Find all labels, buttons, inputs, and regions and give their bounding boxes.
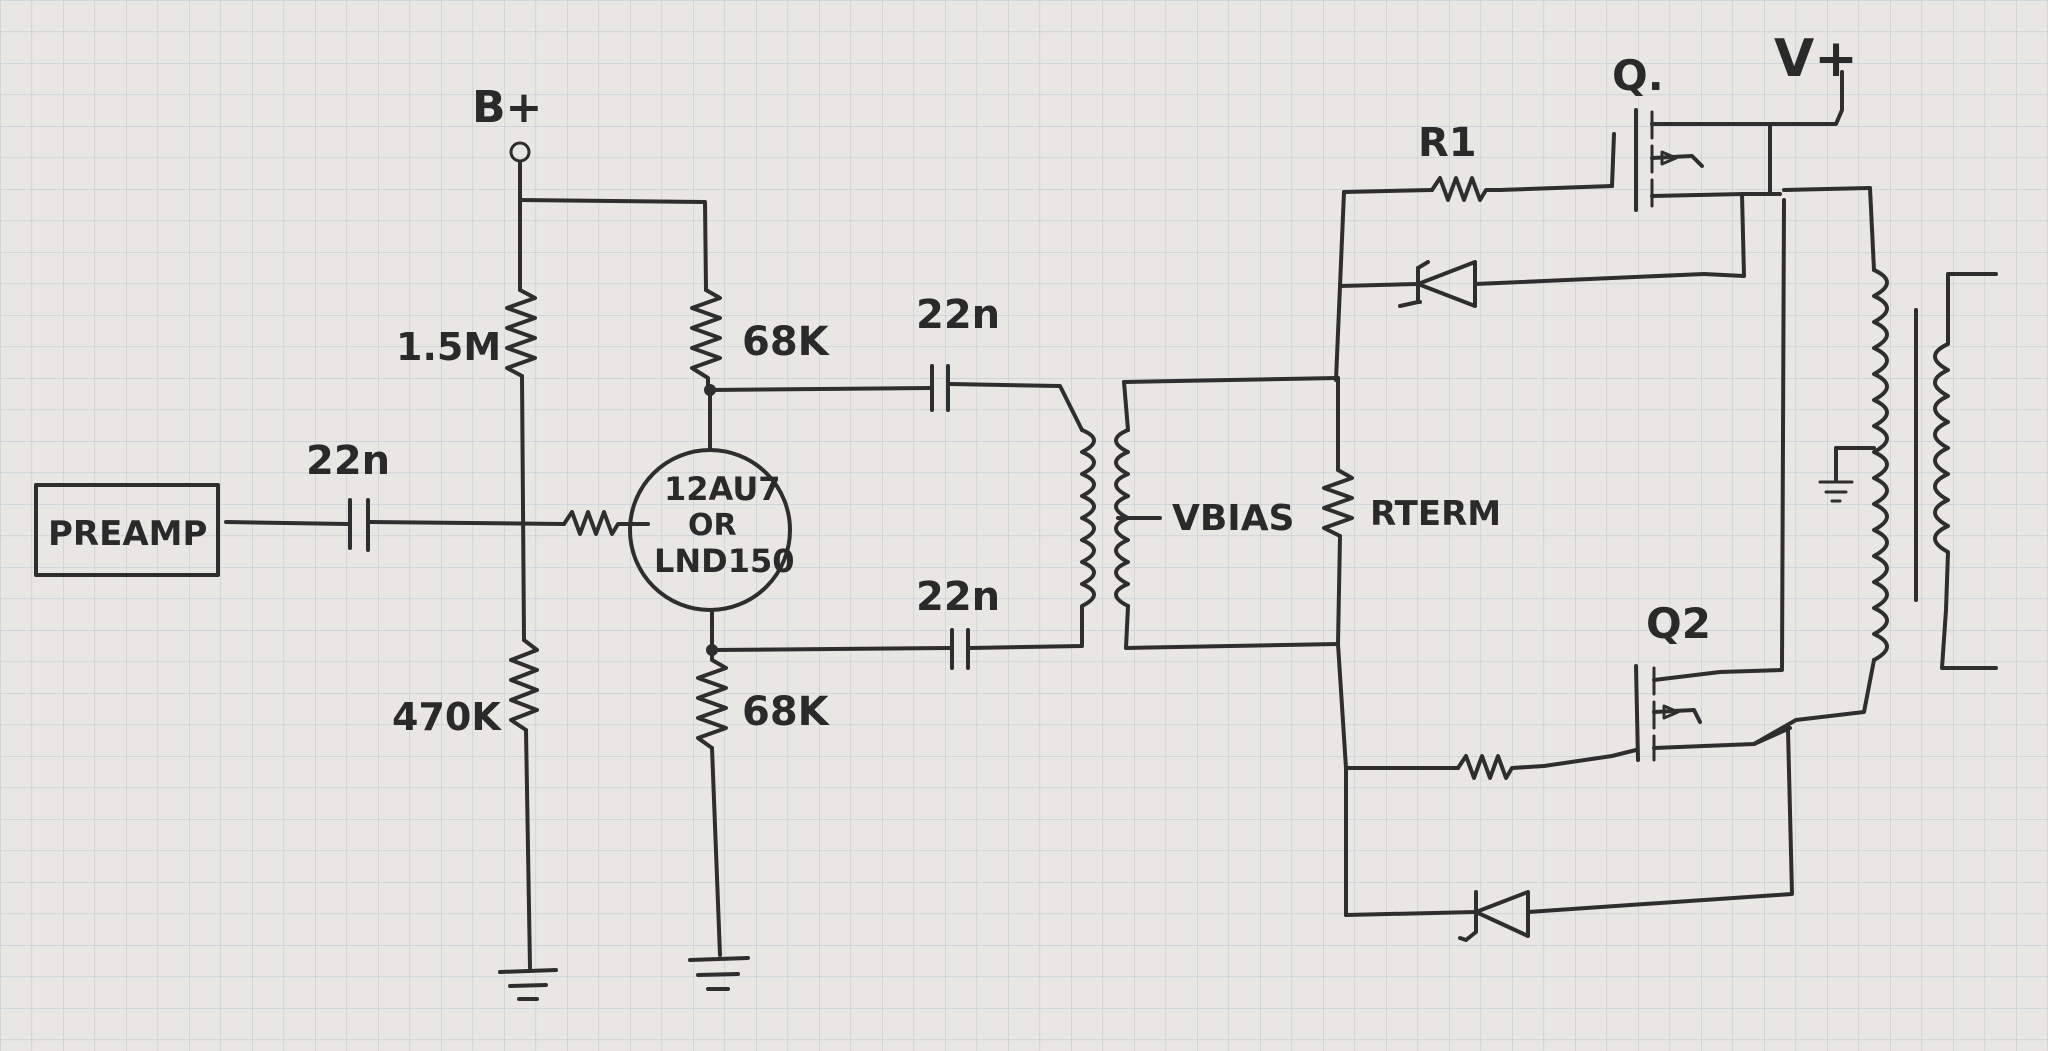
bplus-rail [518, 160, 708, 292]
resistor-68k-plate [690, 288, 722, 392]
label-r1: R1 [1418, 120, 1477, 166]
capacitor-top [930, 364, 950, 412]
label-r-1-5m: 1.5M [396, 325, 501, 369]
wire-zener-top-right [1473, 192, 1746, 286]
resistor-1-5m [505, 288, 537, 378]
label-vplus: V+ [1774, 29, 1858, 89]
preamp-box [34, 483, 220, 577]
wire-cap-top-out [948, 382, 1084, 432]
label-r-68k-bottom: 68K [742, 689, 831, 735]
wire-secondary-bottom [1124, 604, 1340, 650]
wire-center-tap [1834, 446, 1876, 482]
zener-diode-bottom [1458, 890, 1530, 942]
capacitor-bottom [950, 628, 970, 670]
wire-q2-gate-right [1542, 748, 1638, 768]
wire-cap-bottom-out [968, 618, 1084, 650]
mosfet-q1 [1610, 70, 1844, 212]
wire-transformer-bottom [1794, 658, 1876, 722]
ground-symbol-center [688, 956, 750, 991]
label-tube-line2: OR [688, 508, 737, 543]
label-r-68k-top: 68K [742, 319, 831, 365]
output-transformer-primary [1872, 268, 1889, 662]
wire-right-rail-outer [1782, 186, 1876, 272]
wire-r1-to-gate [1498, 184, 1614, 192]
wire-zener-bottom-left [1344, 910, 1478, 917]
label-vbias: VBIAS [1172, 498, 1294, 539]
wire-input-node [368, 520, 566, 526]
label-q1: Q. [1612, 51, 1664, 100]
wire-bias-divider [520, 374, 526, 642]
resistor-q2-gate [1456, 754, 1546, 780]
wire-preamp-out [224, 520, 350, 526]
label-cap-input: 22n [306, 438, 390, 484]
label-r-470k: 470K [392, 695, 502, 739]
ground-symbol-left [498, 968, 558, 1001]
resistor-470k [509, 638, 539, 732]
wire-470k-ground [524, 728, 532, 970]
resistor-rterm [1322, 468, 1354, 538]
label-q2: Q2 [1646, 599, 1711, 648]
resistor-68k-cathode [696, 648, 728, 750]
wire-right-rail-inner [1780, 198, 1786, 670]
transformer-primary-coil [1080, 428, 1096, 622]
ground-symbol-right [1818, 480, 1854, 503]
resistor-grid-stopper [562, 510, 650, 536]
label-tube-line1: 12AU7 [664, 470, 781, 508]
label-preamp: PREAMP [48, 514, 207, 554]
label-cap-top: 22n [916, 292, 1000, 338]
wire-zener-bottom-right [1526, 728, 1794, 914]
label-bplus: B+ [472, 82, 542, 133]
wire-cathode-ground [710, 746, 722, 957]
label-tube-line3: LND150 [654, 542, 795, 580]
label-cap-bottom: 22n [916, 574, 1000, 620]
output-transformer-secondary [1933, 272, 1998, 670]
label-rterm: RTERM [1370, 494, 1501, 534]
wire-zener-top-left [1338, 282, 1420, 288]
wire-cathode-to-cap [710, 646, 952, 652]
capacitor-input [348, 498, 370, 552]
wire-r1-left [1342, 188, 1434, 194]
mosfet-q2 [1634, 664, 1798, 762]
wire-plate-to-cap [708, 386, 932, 392]
wire-secondary-top [1122, 376, 1340, 432]
resistor-r1 [1430, 176, 1502, 202]
wire-rterm-bottom [1336, 534, 1342, 646]
